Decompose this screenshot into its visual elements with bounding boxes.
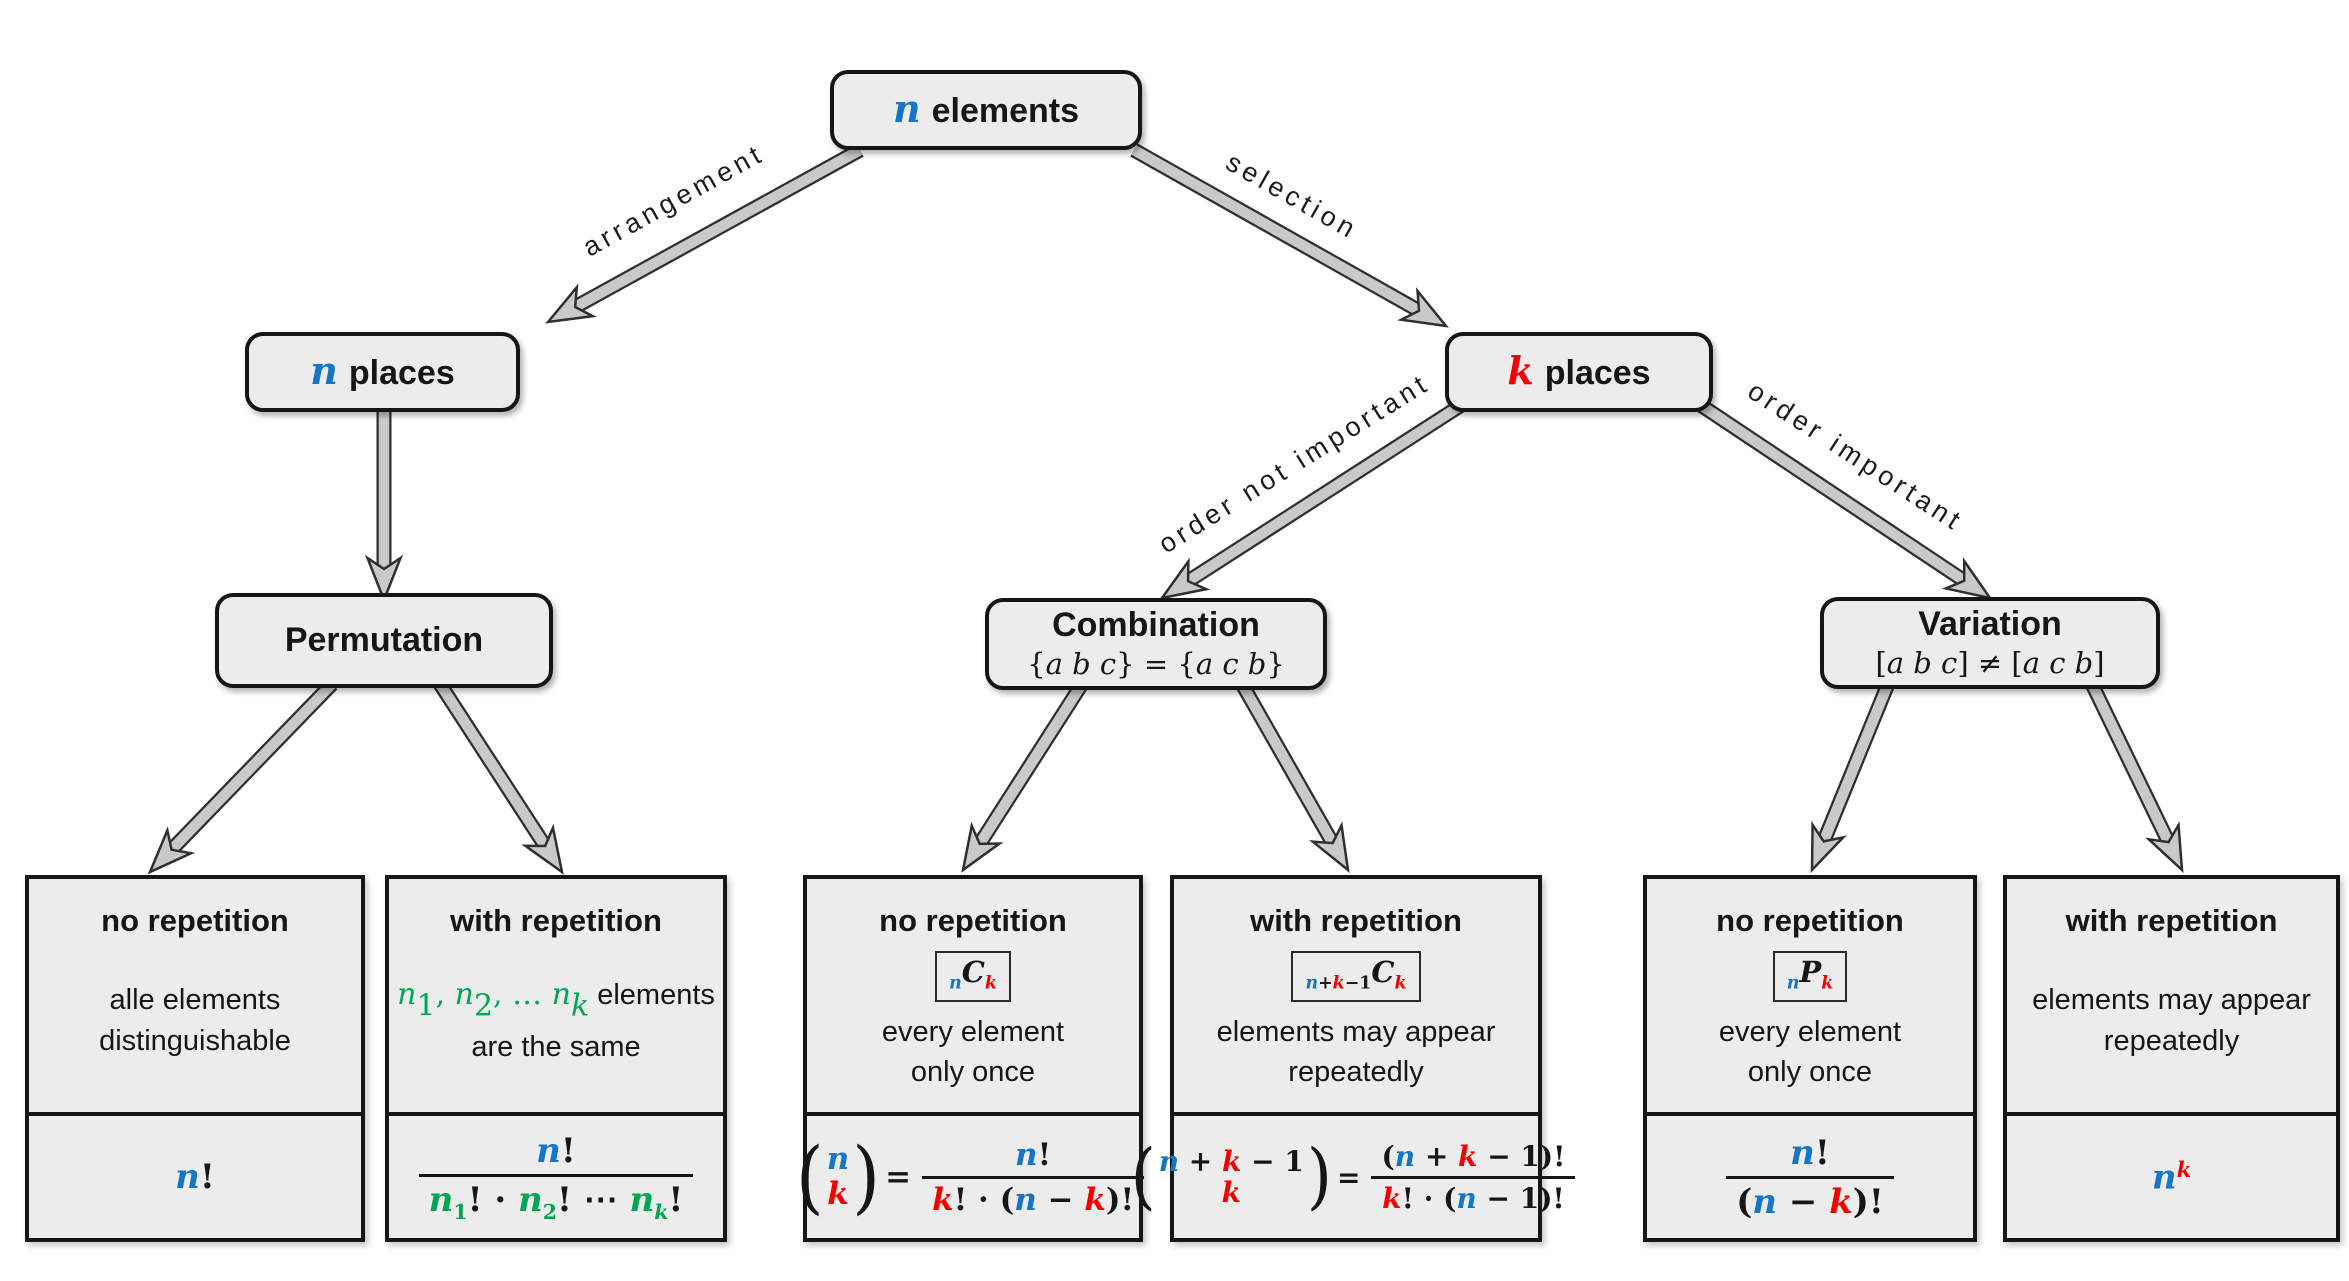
- edge-label-selection: selection: [1221, 147, 1364, 246]
- desc-line: repeatedly: [2103, 1024, 2240, 1057]
- node-n-elements-title: n elements: [892, 85, 1080, 131]
- node-n-elements-label: elements: [931, 91, 1080, 130]
- leaf-formula: n!(n − k)!: [1647, 1112, 1973, 1238]
- leaf-body: no repetition nCk every element only onc…: [807, 879, 1139, 1112]
- leaf-description: elements may appear repeatedly: [2032, 939, 2311, 1112]
- var-n: n: [892, 85, 921, 131]
- desc-line: every element: [881, 1016, 1065, 1049]
- node-k-places-title: k places: [1507, 347, 1651, 393]
- node-variation-title: Variation: [1918, 605, 2062, 643]
- leaf-combination-no-repetition: no repetition nCk every element only onc…: [796, 875, 1145, 1242]
- leaf-heading: with repetition: [2065, 903, 2278, 938]
- leaf-body: no repetition alle elements distinguisha…: [29, 879, 361, 1112]
- edge-label-order-not-important: order not important: [1153, 368, 1435, 560]
- node-combination-title: Combination: [1052, 606, 1260, 644]
- desc-line: elements may appear: [2032, 984, 2311, 1017]
- leaf-description: n1, n2, … nk elements are the same: [397, 939, 715, 1112]
- leaf-permutation-no-repetition: no repetition alle elements distinguisha…: [25, 875, 365, 1242]
- leaf-body: no repetition nPk every element only onc…: [1647, 879, 1973, 1112]
- node-variation: Variation [a b c] ≠ [a c b]: [1820, 597, 2160, 689]
- desc-line: repeatedly: [1288, 1056, 1424, 1089]
- node-k-places-label: places: [1544, 353, 1651, 392]
- desc-line: alle elements: [109, 984, 281, 1017]
- leaf-combination-with-repetition: with repetition n+k−1Ck elements may app…: [1131, 875, 1576, 1242]
- leaf-heading: with repetition: [1250, 903, 1462, 938]
- leaf-description: every element only once: [882, 1002, 1064, 1112]
- leaf-heading: with repetition: [450, 903, 662, 938]
- nPk-badge: nPk: [1772, 951, 1848, 1003]
- desc-line: n1, n2, … nk elements: [397, 977, 715, 1024]
- node-variation-subtitle: [a b c] ≠ [a c b]: [1875, 646, 2105, 680]
- leaf-description: elements may appear repeatedly: [1217, 1002, 1496, 1112]
- edge-label-arrangement: arrangement: [578, 138, 770, 262]
- desc-line: distinguishable: [99, 1024, 291, 1057]
- leaf-description: alle elements distinguishable: [99, 939, 291, 1112]
- node-n-places-label: places: [348, 353, 455, 392]
- node-combination-subtitle: {a b c} = {a c b}: [1027, 647, 1285, 681]
- leaf-variation-no-repetition: no repetition nPk every element only onc…: [1643, 875, 1977, 1242]
- leaf-variation-with-repetition: with repetition elements may appear repe…: [2003, 875, 2340, 1242]
- leaf-heading: no repetition: [101, 903, 289, 938]
- desc-line: only once: [1747, 1056, 1873, 1089]
- leaf-body: with repetition n1, n2, … nk elements ar…: [389, 879, 723, 1112]
- desc-line: every element: [1718, 1016, 1902, 1049]
- node-n-elements: n elements: [830, 70, 1142, 150]
- desc-line: elements may appear: [1216, 1016, 1496, 1049]
- node-permutation: Permutation: [215, 593, 553, 688]
- n+k-1Ck-badge: n+k−1Ck: [1291, 951, 1421, 1003]
- leaf-body: with repetition n+k−1Ck elements may app…: [1174, 879, 1538, 1112]
- var-k: k: [1507, 347, 1534, 393]
- leaf-body: with repetition elements may appear repe…: [2007, 879, 2336, 1112]
- leaf-heading: no repetition: [879, 903, 1067, 938]
- desc-line: only once: [910, 1056, 1036, 1089]
- leaf-formula: n!: [29, 1112, 361, 1238]
- node-n-places: n places: [245, 332, 520, 412]
- node-permutation-title: Permutation: [284, 621, 484, 659]
- leaf-permutation-with-repetition: with repetition n1, n2, … nk elements ar…: [385, 875, 727, 1242]
- leaf-heading: no repetition: [1716, 903, 1904, 938]
- node-n-places-title: n places: [310, 347, 455, 393]
- node-combination: Combination {a b c} = {a c b}: [985, 598, 1327, 690]
- nCk-badge: nCk: [935, 951, 1011, 1003]
- leaf-formula: n!n1! · n2! ⋯ nk!: [389, 1112, 723, 1238]
- leaf-description: every element only once: [1719, 1002, 1901, 1112]
- desc-line: are the same: [471, 1030, 641, 1063]
- leaf-formula: nk: [2007, 1112, 2336, 1238]
- var-n: n: [310, 347, 338, 393]
- node-k-places: k places: [1445, 332, 1713, 412]
